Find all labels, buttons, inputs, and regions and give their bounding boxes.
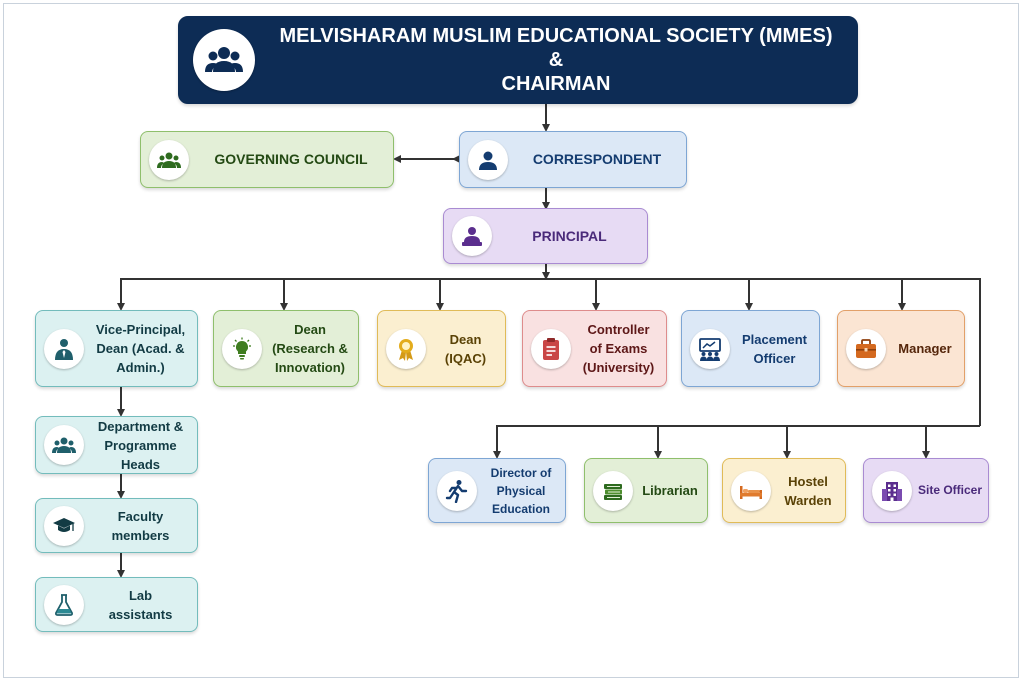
clipboard-icon: [531, 328, 571, 369]
faculty-box: Faculty members: [35, 498, 198, 553]
vice-principal-line2: Dean (Acad. &: [96, 341, 185, 356]
controller-line1: Controller: [587, 322, 650, 337]
department-group-icon: [44, 425, 84, 465]
person-icon: [468, 139, 508, 180]
graduation-cap-icon: [44, 505, 84, 546]
vice-principal-icon: [44, 328, 84, 369]
vice-principal-box: Vice-Principal, Dean (Acad. & Admin.): [35, 310, 198, 387]
controller-line3: (University): [582, 360, 655, 375]
lab-line1: Lab: [128, 587, 153, 603]
briefcase-icon: [846, 328, 886, 369]
department-heads-box: Department & Programme Heads: [35, 416, 198, 474]
dean-research-line3: Innovation): [274, 360, 346, 375]
principal-box: PRINCIPAL: [443, 208, 648, 264]
books-icon: [593, 470, 633, 511]
correspondent-box: CORRESPONDENT: [459, 131, 687, 188]
placement-line1: Placement: [741, 331, 808, 347]
site-officer-label: Site Officer: [917, 483, 983, 497]
dean-research-line2: (Research &: [272, 341, 348, 356]
top-title-line2: &: [548, 49, 564, 71]
mmes-chairman-box: MELVISHARAM MUSLIM EDUCATIONAL SOCIETY (…: [178, 16, 858, 104]
bed-icon: [731, 470, 771, 511]
manager-box: Manager: [837, 310, 965, 387]
vice-principal-line1: Vice-Principal,: [95, 322, 186, 337]
principal-label: PRINCIPAL: [532, 227, 607, 244]
controller-box: Controller of Exams (University): [522, 310, 667, 387]
correspondent-label: CORRESPONDENT: [532, 151, 662, 167]
dean-iqac-line1: Dean: [449, 331, 482, 347]
council-icon: [149, 139, 189, 180]
faculty-line2: members: [111, 527, 170, 543]
vice-principal-line3: Admin.): [116, 360, 165, 375]
department-heads-line1: Department &: [97, 418, 184, 434]
hostel-warden-box: Hostel Warden: [722, 458, 846, 523]
dean-iqac-box: Dean (IQAC): [377, 310, 506, 387]
principal-icon: [452, 216, 492, 256]
manager-label: Manager: [898, 341, 952, 356]
presentation-icon: [690, 328, 730, 369]
director-pe-box: Director of Physical Education: [428, 458, 566, 523]
governing-council-label: GOVERNING COUNCIL: [214, 151, 368, 167]
dean-iqac-line2: (IQAC): [444, 350, 487, 366]
director-pe-line2: Physical: [496, 483, 546, 498]
hostel-line2: Warden: [784, 492, 832, 508]
flask-icon: [44, 584, 84, 625]
department-heads-line2: Programme Heads: [104, 437, 177, 472]
hostel-line1: Hostel: [788, 473, 828, 489]
placement-officer-box: Placement Officer: [681, 310, 820, 387]
diagram-frame: [3, 3, 1019, 678]
controller-line2: of Exams: [589, 341, 648, 356]
lab-line2: assistants: [108, 606, 173, 622]
top-title-line3: CHAIRMAN: [501, 73, 611, 95]
librarian-box: Librarian: [584, 458, 708, 523]
faculty-line1: Faculty: [117, 508, 164, 524]
dean-research-line1: Dean: [294, 322, 326, 337]
director-pe-line1: Director of: [490, 465, 552, 480]
dean-research-box: Dean (Research & Innovation): [213, 310, 359, 387]
lower-bus: [496, 425, 980, 452]
group-icon: [193, 29, 255, 91]
director-pe-line3: Education: [491, 501, 550, 516]
award-ribbon-icon: [386, 328, 426, 369]
placement-line2: Officer: [753, 350, 796, 366]
building-icon: [872, 470, 912, 511]
governing-council-box: GOVERNING COUNCIL: [140, 131, 394, 188]
lab-assistants-box: Lab assistants: [35, 577, 198, 632]
runner-icon: [437, 470, 477, 511]
librarian-label: Librarian: [642, 483, 698, 498]
top-title-line1: MELVISHARAM MUSLIM EDUCATIONAL SOCIETY (…: [279, 25, 833, 47]
site-officer-box: Site Officer: [863, 458, 989, 523]
lightbulb-icon: [222, 328, 262, 369]
